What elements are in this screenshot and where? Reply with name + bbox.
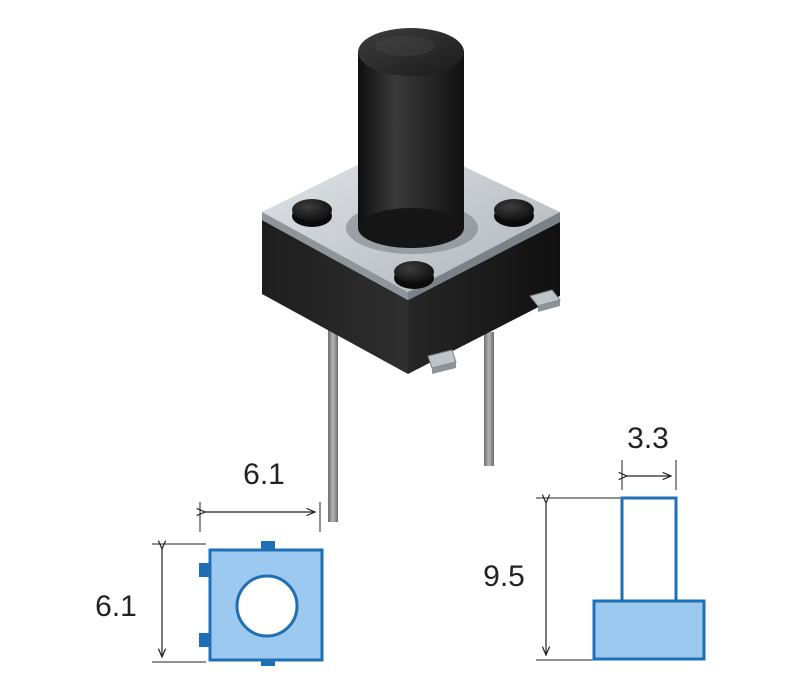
top-view-tab-top [261,541,275,551]
top-view-plunger-circle [235,574,299,638]
top-view-height-label: 6.1 [95,590,137,623]
body-left-face [262,220,408,374]
nub-left [292,199,332,227]
switch-3d-render [262,28,561,522]
metal-plate-edge-right [408,212,560,300]
tab-right [529,289,561,312]
top-view-drawing: 6.1 6.1 [95,458,324,666]
pin-right [484,332,494,466]
plunger [358,28,464,248]
tab-front [427,349,457,374]
top-view-width-label: 6.1 [243,458,285,491]
body-right-face [408,222,560,374]
top-view-tab-left-upper [199,563,211,577]
side-view-plunger [620,496,678,604]
side-view-plunger-width-label: 3.3 [627,422,669,455]
side-view-drawing: 3.3 9.5 [483,422,706,661]
nub-right [494,199,534,227]
top-view-tab-left-lower [199,633,211,647]
metal-plate-edge-left [262,212,408,300]
nub-front [394,261,434,289]
side-view-height-label: 9.5 [483,560,525,593]
side-view-body [592,599,706,661]
